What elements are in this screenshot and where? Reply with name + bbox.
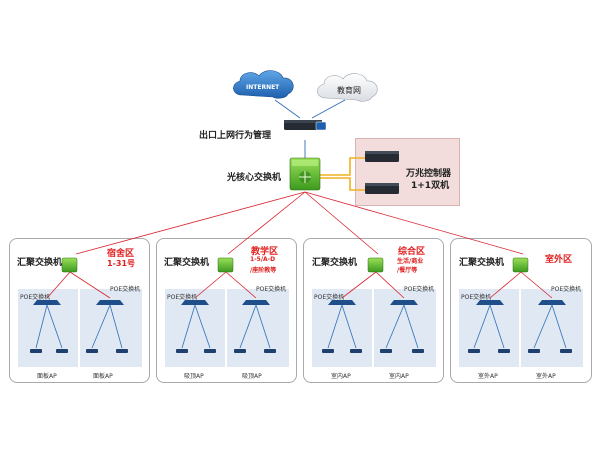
ap-label: 面板AP xyxy=(37,373,57,380)
access-points xyxy=(30,349,572,353)
poe-label: POE交换机 xyxy=(256,286,287,293)
agg-label: 汇聚交换机 xyxy=(459,258,505,268)
core-switch xyxy=(289,157,321,191)
core-label: 光核心交换机 xyxy=(227,173,282,183)
edu-cloud xyxy=(317,73,378,102)
zone-name: 室外区 xyxy=(545,255,573,265)
controller-links xyxy=(320,157,365,191)
agg-links xyxy=(46,271,553,299)
zone-detail-2: /餐厅等 xyxy=(397,267,418,274)
edu-cloud-label: 教育网 xyxy=(337,86,361,95)
poe-label: POE交换机 xyxy=(461,294,492,301)
zone-name: 综合区 xyxy=(398,247,426,257)
poe-label: POE交换机 xyxy=(167,294,198,301)
poe-label: POE交换机 xyxy=(314,294,345,301)
poe-label: POE交换机 xyxy=(404,286,435,293)
agg-switches xyxy=(61,257,529,273)
poe-switches xyxy=(33,300,566,305)
ap-label: 吸顶AP xyxy=(184,373,204,380)
controller-label-1: 万兆控制器 xyxy=(406,169,452,179)
poe-label: POE交换机 xyxy=(20,294,51,301)
ap-label: 室外AP xyxy=(478,373,498,380)
egress-label: 出口上网行为管理 xyxy=(199,131,272,141)
internet-cloud-label: INTERNET xyxy=(246,84,280,91)
agg-label: 汇聚交换机 xyxy=(164,258,210,268)
zone-detail: 1-31号 xyxy=(107,259,136,268)
ap-label: 室外AP xyxy=(536,373,556,380)
zone-detail-2: /座阶教等 xyxy=(250,267,277,274)
ap-label: 室内AP xyxy=(331,373,351,380)
poe-label: POE交换机 xyxy=(110,286,141,293)
agg-label: 汇聚交换机 xyxy=(17,258,63,268)
ap-label: 室内AP xyxy=(389,373,409,380)
controller-area xyxy=(355,138,460,206)
core-links xyxy=(75,191,524,255)
egress-device xyxy=(284,120,327,131)
uplinks xyxy=(274,99,346,158)
controller-label-2: 1+1双机 xyxy=(411,181,450,191)
controllers xyxy=(365,151,399,194)
zone-name: 教学区 xyxy=(251,247,279,257)
zone-name: 宿舍区 xyxy=(107,249,135,259)
zone-detail: 1-5/A-D xyxy=(250,256,276,263)
zone-detail: 生活/商业 xyxy=(397,258,424,265)
internet-cloud xyxy=(233,70,294,99)
ap-links xyxy=(35,304,567,349)
ap-label: 吸顶AP xyxy=(242,373,262,380)
poe-label: POE交换机 xyxy=(551,286,582,293)
ap-label: 面板AP xyxy=(93,373,113,380)
agg-label: 汇聚交换机 xyxy=(312,258,358,268)
